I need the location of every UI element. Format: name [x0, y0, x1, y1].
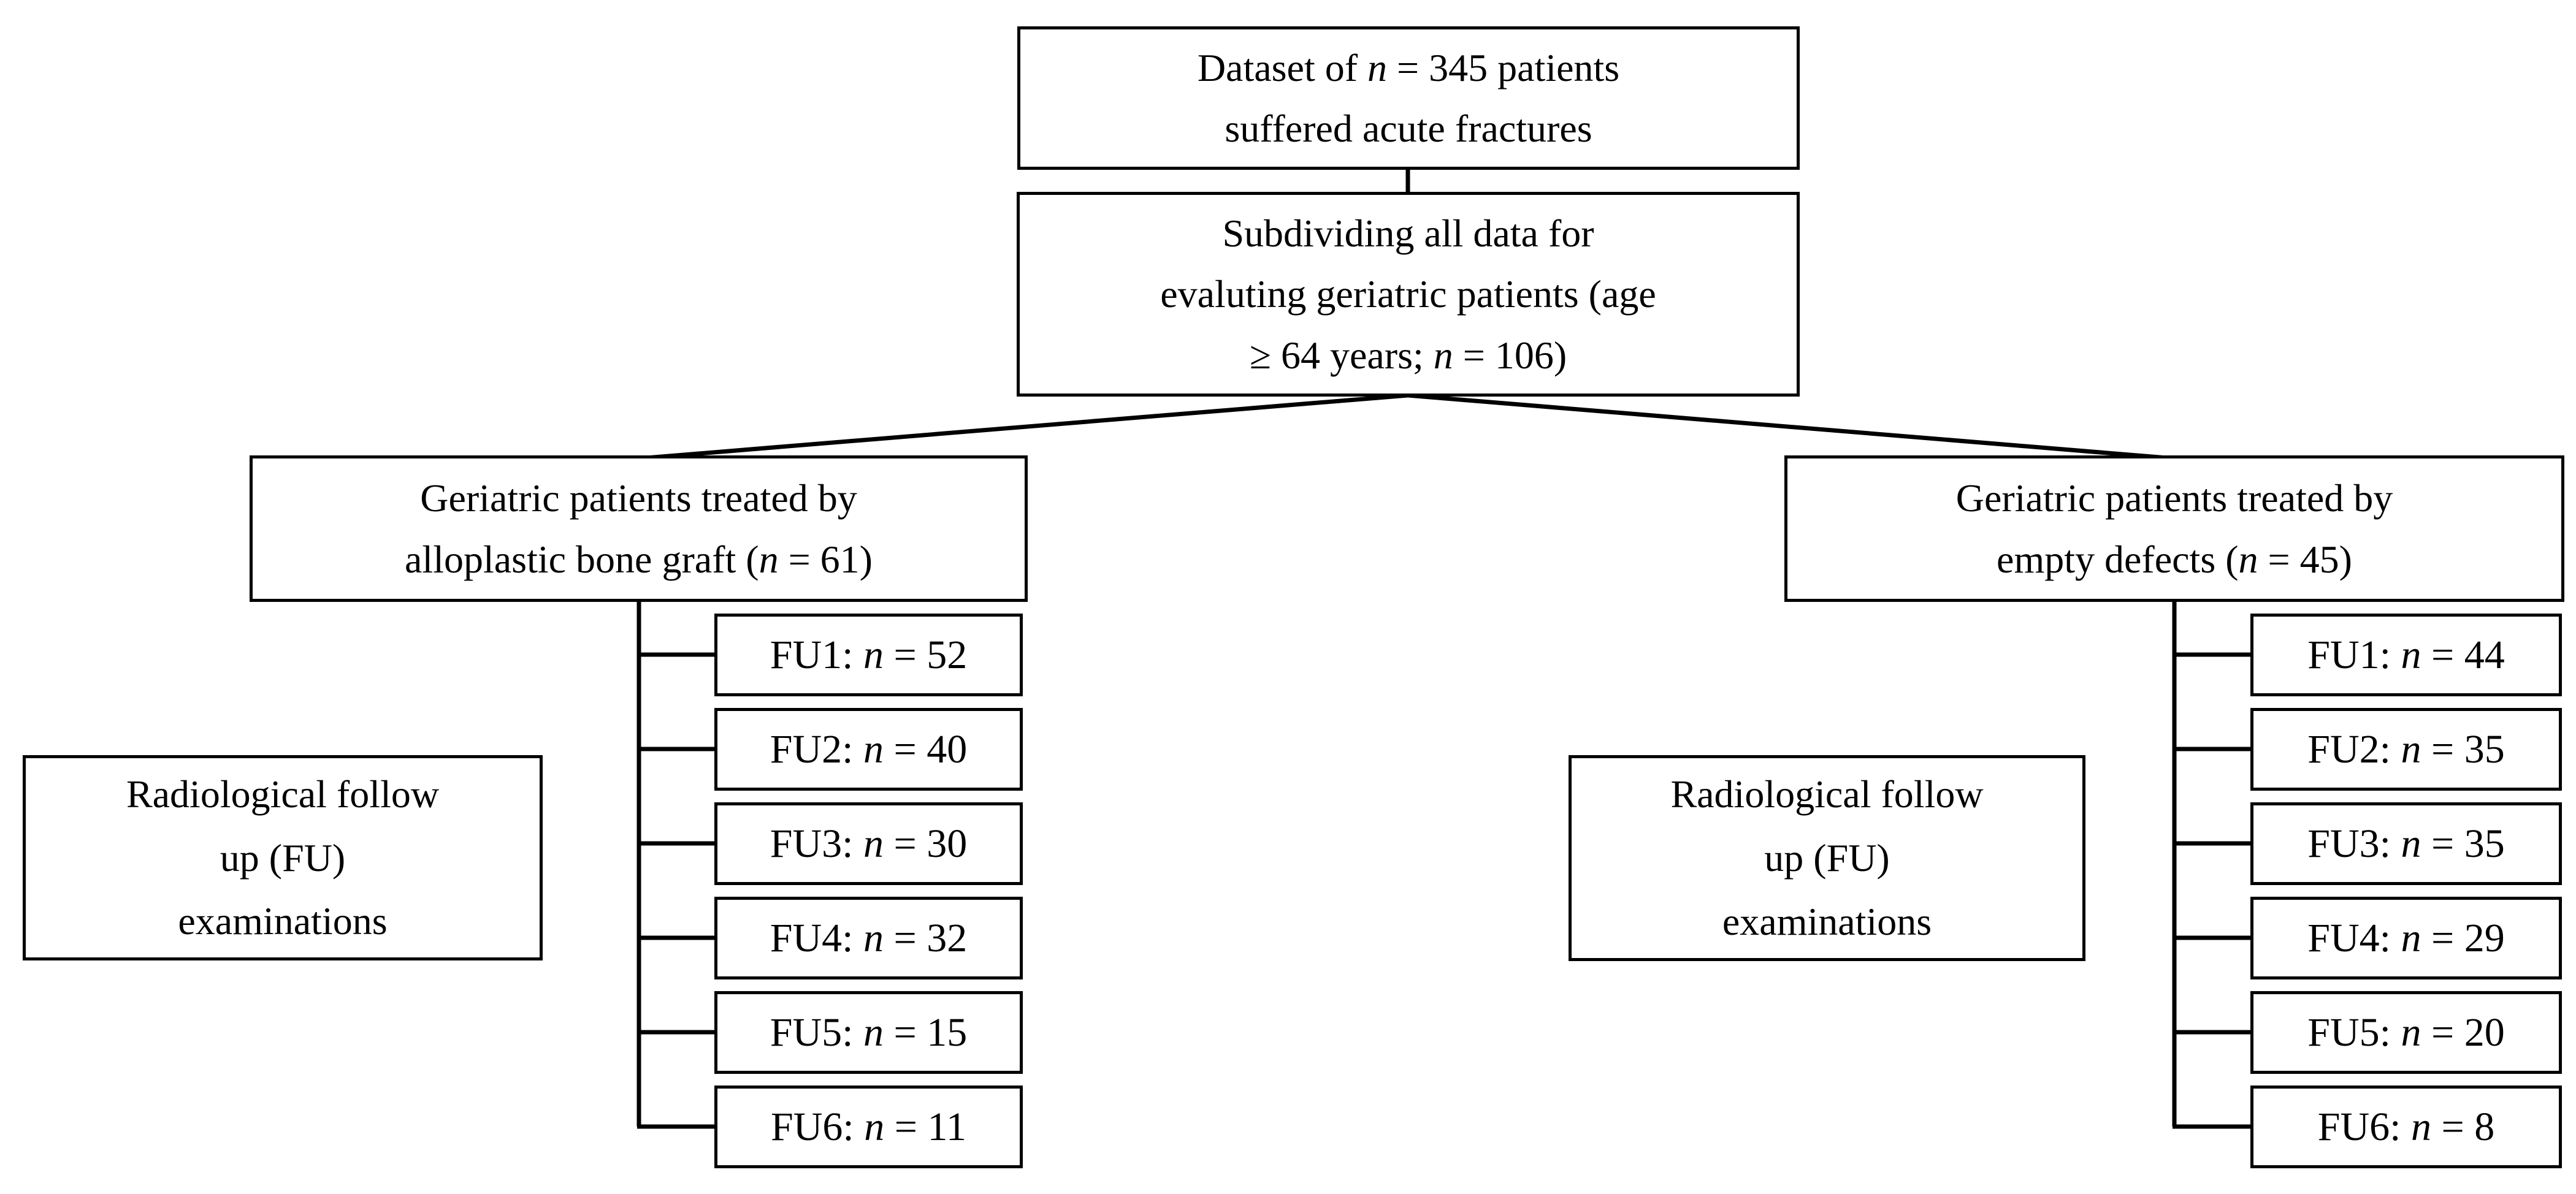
- subdividing-line2: evaluting geriatric patients (age: [1160, 272, 1656, 316]
- left-radiological-line1: Radiological follow: [126, 772, 440, 816]
- right-fu6-box: FU6: n = 8: [2250, 1086, 2562, 1168]
- empty-defects-line1: Geriatric patients treated by: [1955, 476, 2393, 520]
- dataset-box: Dataset of n = 345 patients suffered acu…: [1017, 26, 1800, 170]
- left-radiological-line2: up (FU): [220, 835, 346, 880]
- empty-defects-branch-box: Geriatric patients treated by empty defe…: [1784, 455, 2564, 602]
- right-radiological-label-box: Radiological follow up (FU) examinations: [1569, 755, 2085, 961]
- left-fu2-box: FU2: n = 40: [714, 708, 1023, 791]
- right-radiological-line1: Radiological follow: [1670, 772, 1984, 816]
- left-fu3-box: FU3: n = 30: [714, 802, 1023, 885]
- right-radiological-line3: examinations: [1722, 899, 1932, 943]
- right-fu1-box: FU1: n = 44: [2250, 614, 2562, 696]
- right-fu3-box: FU3: n = 35: [2250, 802, 2562, 885]
- left-fu6-box: FU6: n = 11: [714, 1086, 1023, 1168]
- left-fu4-box: FU4: n = 32: [714, 897, 1023, 979]
- alloplastic-branch-box: Geriatric patients treated by alloplasti…: [250, 455, 1028, 602]
- empty-defects-line2: empty defects (n = 45): [1997, 537, 2352, 581]
- dataset-line2: suffered acute fractures: [1225, 107, 1592, 150]
- left-fu1-box: FU1: n = 52: [714, 614, 1023, 696]
- subdividing-line3: ≥ 64 years; n = 106): [1249, 333, 1567, 377]
- connector-diagonal-right: [1407, 393, 2175, 461]
- right-fu4-box: FU4: n = 29: [2250, 897, 2562, 979]
- connector-diagonal-left: [638, 393, 1408, 461]
- left-radiological-label-box: Radiological follow up (FU) examinations: [23, 755, 543, 960]
- dataset-line1: Dataset of n = 345 patients: [1197, 45, 1620, 89]
- right-radiological-line2: up (FU): [1764, 836, 1890, 880]
- alloplastic-line1: Geriatric patients treated by: [420, 476, 857, 520]
- alloplastic-line2: alloplastic bone graft (n = 61): [405, 537, 873, 581]
- left-radiological-line3: examinations: [178, 899, 388, 943]
- right-fu2-box: FU2: n = 35: [2250, 708, 2562, 791]
- subdividing-box: Subdividing all data for evaluting geria…: [1017, 192, 1800, 397]
- right-fu5-box: FU5: n = 20: [2250, 991, 2562, 1074]
- subdividing-line1: Subdividing all data for: [1222, 211, 1594, 256]
- left-fu5-box: FU5: n = 15: [714, 991, 1023, 1074]
